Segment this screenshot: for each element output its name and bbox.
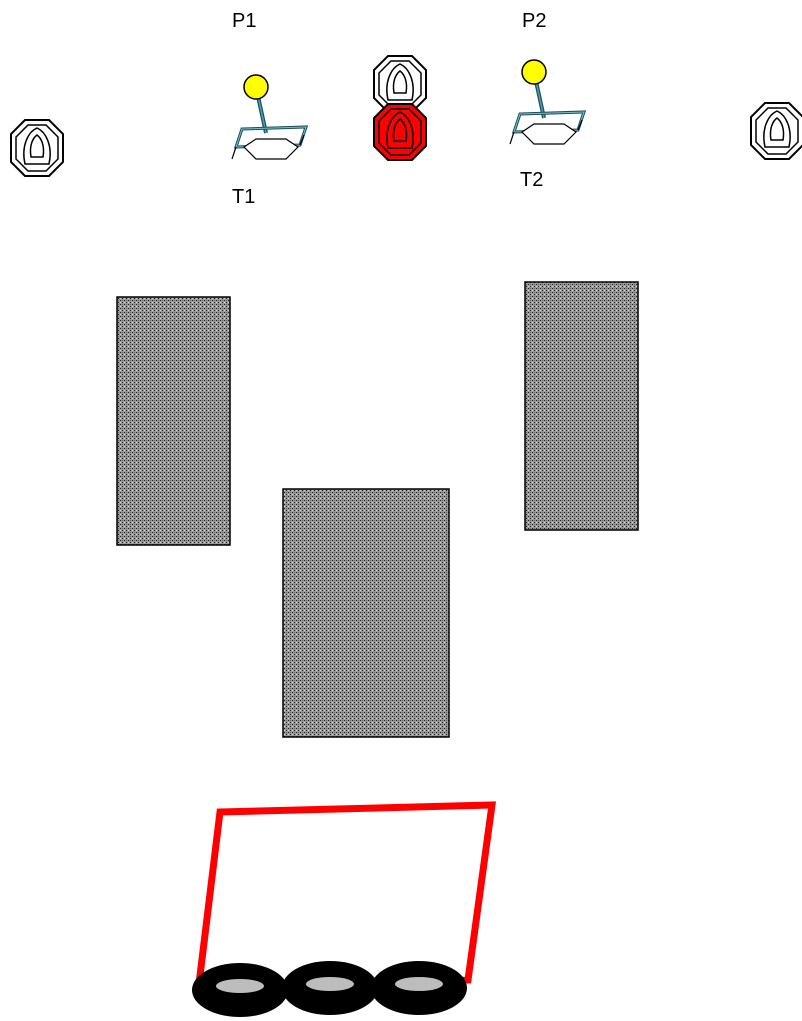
paper-target-left bbox=[11, 120, 63, 176]
barricade-left bbox=[117, 297, 230, 545]
steel-popper-target bbox=[374, 104, 426, 160]
tire-right bbox=[371, 961, 467, 1015]
label-p2: P2 bbox=[522, 10, 546, 32]
label-p1: P1 bbox=[232, 10, 256, 32]
activator-plate-p2 bbox=[510, 60, 584, 144]
tire-middle bbox=[282, 961, 378, 1015]
paper-target-right bbox=[751, 103, 802, 159]
barricade-right bbox=[525, 282, 638, 530]
label-t2: T2 bbox=[520, 169, 543, 191]
activator-plate-p1 bbox=[232, 75, 306, 159]
tire-left bbox=[192, 963, 288, 1017]
barricade-center bbox=[283, 489, 449, 737]
label-t1: T1 bbox=[232, 186, 255, 208]
